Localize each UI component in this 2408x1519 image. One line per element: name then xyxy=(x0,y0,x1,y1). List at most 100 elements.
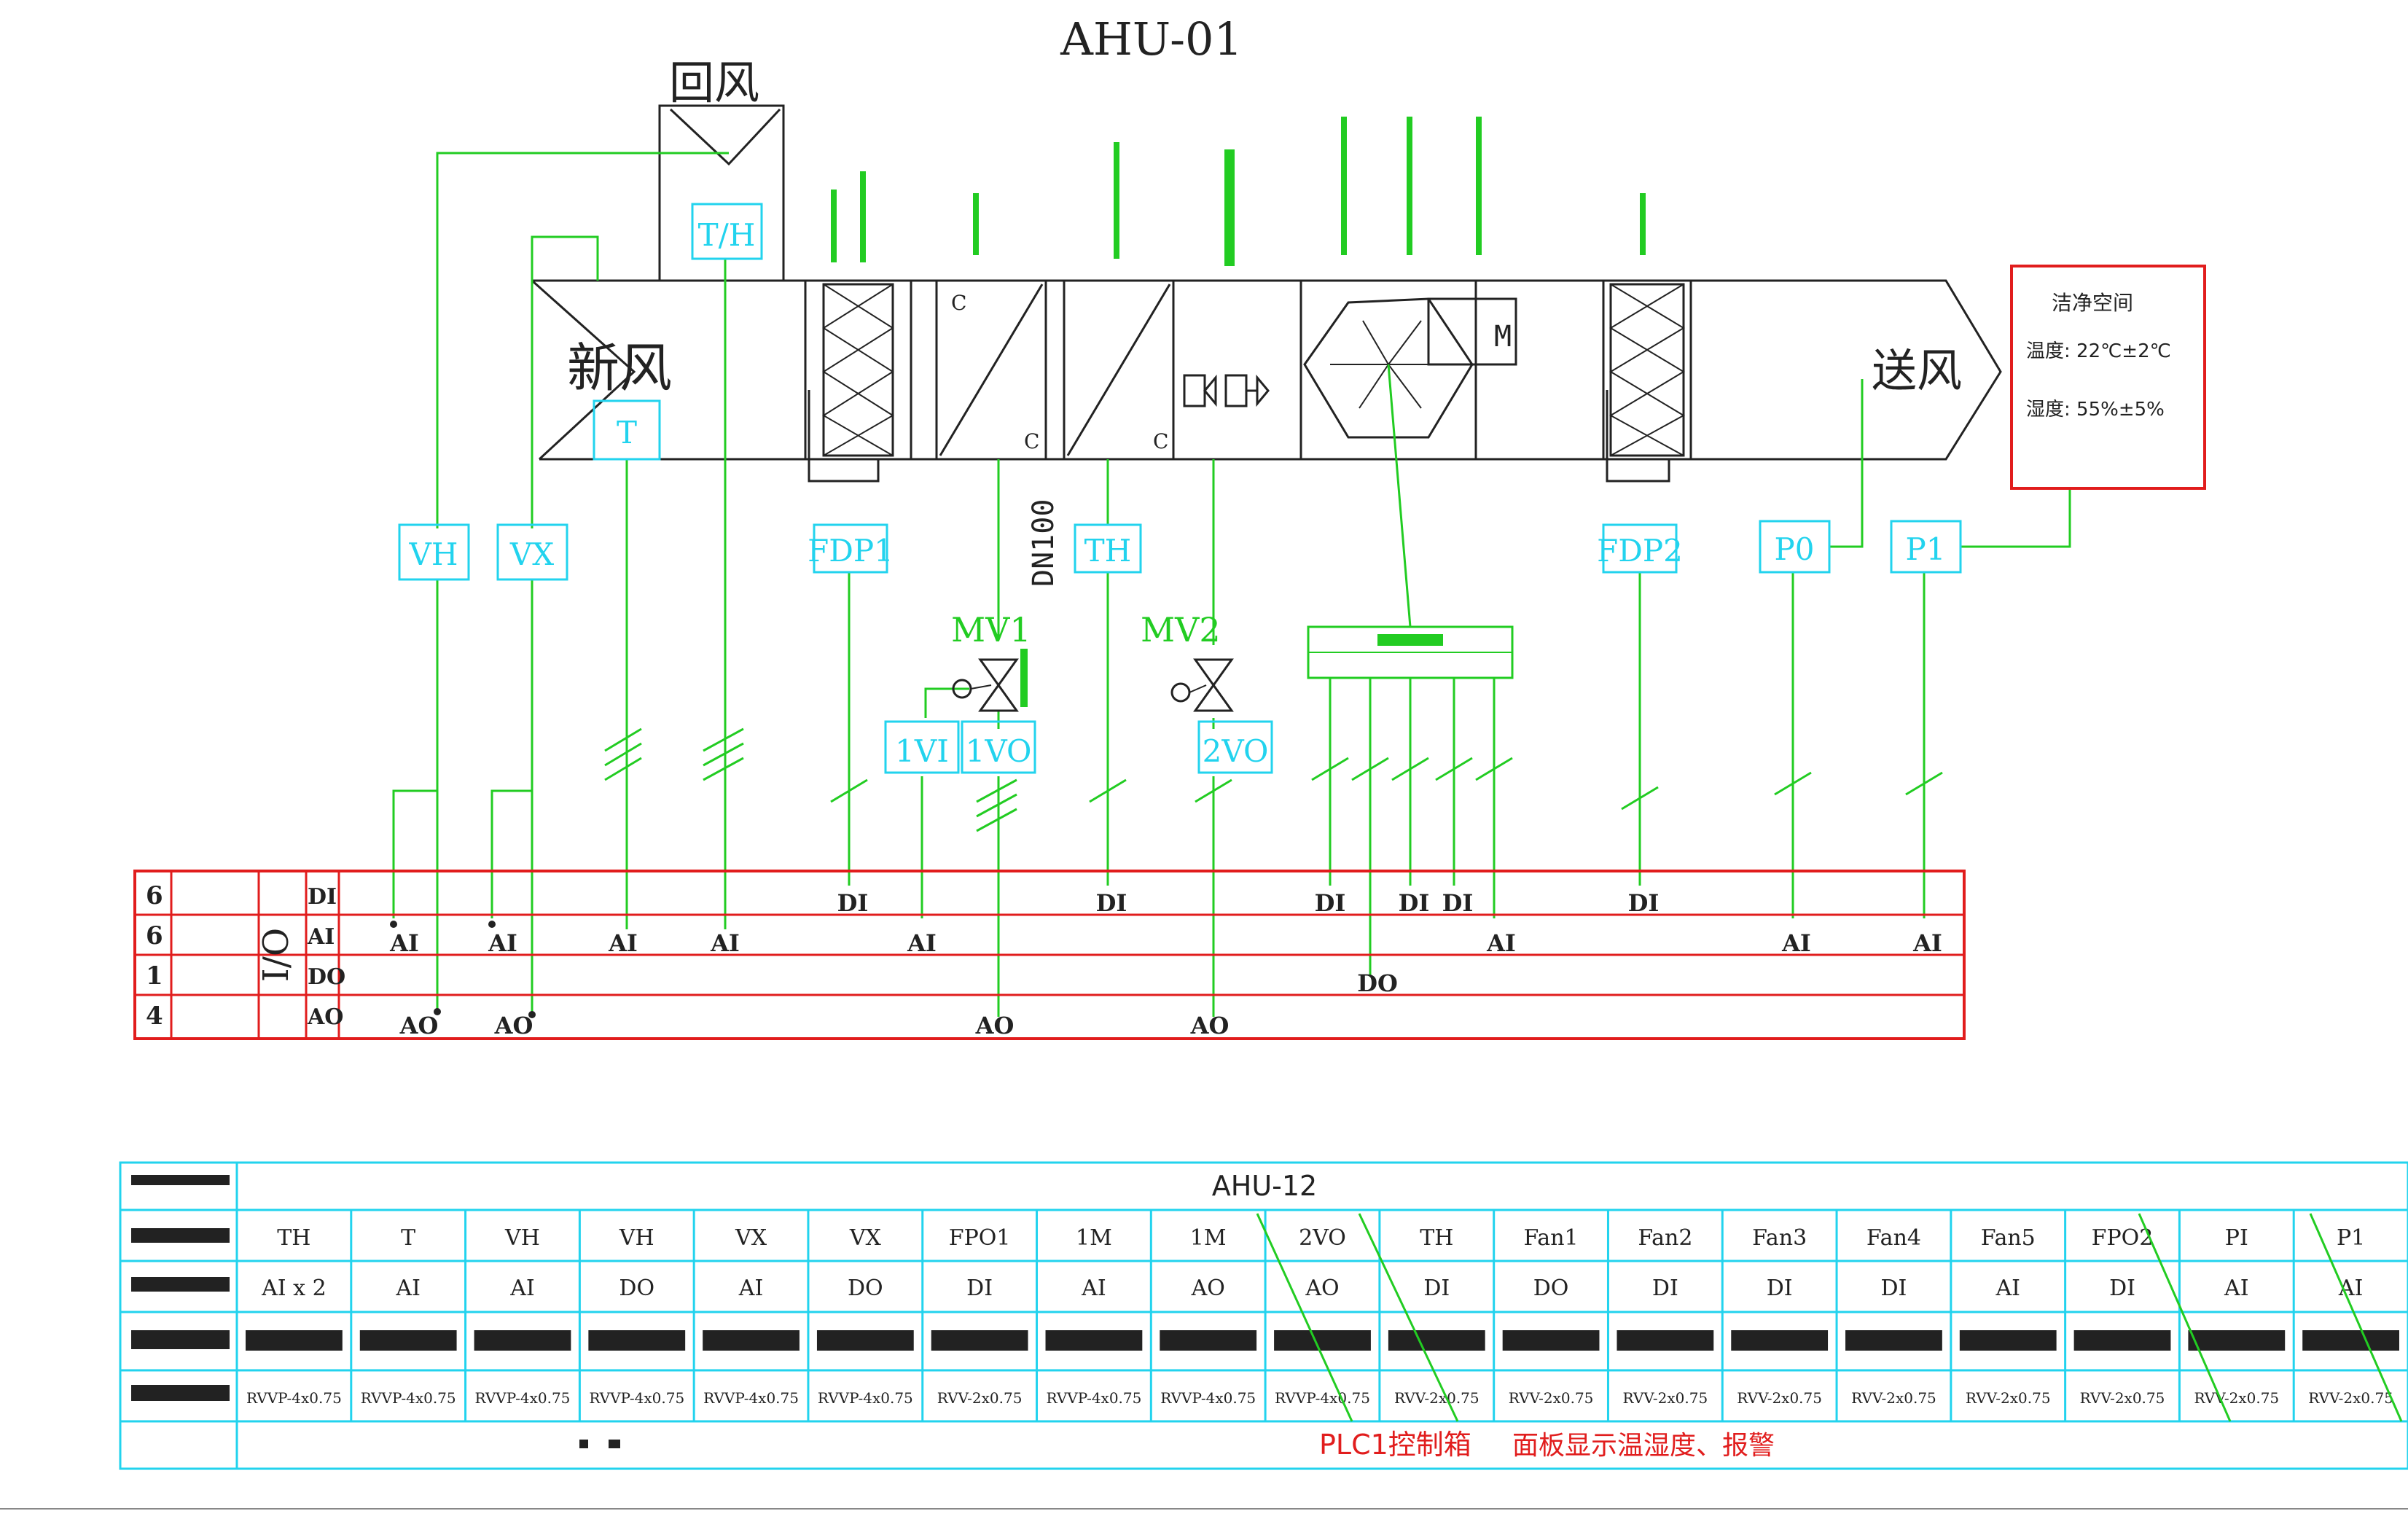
table-cable-cell: RVV-2x0.75 xyxy=(1851,1389,1936,1407)
sensor-fdp1[interactable]: FDP1 xyxy=(808,523,894,574)
table-tag-cell: VH xyxy=(619,1225,654,1251)
sensor-th[interactable]: TH xyxy=(1074,523,1142,574)
table-desc-cell xyxy=(1731,1330,1829,1351)
table-type-cell: DI xyxy=(1423,1276,1450,1301)
sensor-p0[interactable]: P0 xyxy=(1759,520,1831,574)
table-type-cell: AI xyxy=(395,1276,421,1301)
table-desc-cell xyxy=(1045,1330,1143,1351)
table-cable-cell: RVVP-4x0.75 xyxy=(818,1389,913,1407)
table-desc-cell xyxy=(588,1330,686,1351)
io-label: I/O xyxy=(256,928,297,982)
sensor-p1[interactable]: P1 xyxy=(1890,520,1962,574)
primary-filter xyxy=(804,281,912,459)
table-tag-cell: T xyxy=(401,1225,415,1251)
valve-mv2[interactable]: MV2 xyxy=(1141,610,1234,712)
table-desc-cell xyxy=(1274,1330,1371,1351)
svg-text:DO: DO xyxy=(308,964,345,990)
table-tag-cell: FPO1 xyxy=(949,1225,1011,1251)
svg-text:C: C xyxy=(951,291,966,315)
sensor-t-fresh[interactable]: T xyxy=(593,399,661,461)
room-title: 洁净空间 xyxy=(2052,291,2133,315)
room-temp: 温度: 22℃±2℃ xyxy=(2026,340,2171,362)
table-cable-cell: RVV-2x0.75 xyxy=(1966,1389,2051,1407)
table-desc-cell xyxy=(359,1330,457,1351)
table-type-cell: DI xyxy=(2109,1276,2135,1301)
table-tag-cell: TH xyxy=(1420,1225,1453,1251)
table-type-cell: DI xyxy=(1767,1276,1793,1301)
table-tag-cell: P1 xyxy=(2337,1225,2365,1251)
table-desc-cell xyxy=(1502,1330,1600,1351)
supply-fan: M xyxy=(1299,281,1517,459)
svg-text:T: T xyxy=(617,415,637,450)
sensor-boxes: T/H T VH VX FDP1 TH FDP2 P0 P1 1VI 1VO 2… xyxy=(398,203,1962,774)
clean-room-box: 洁净空间 温度: 22℃±2℃ 湿度: 55%±5% xyxy=(2010,265,2206,490)
table-cable-cell: RVVP-4x0.75 xyxy=(1160,1389,1256,1407)
table-desc-cell xyxy=(2302,1330,2399,1351)
table-desc-cell xyxy=(246,1330,343,1351)
table-type-cell: DI xyxy=(1652,1276,1678,1301)
final-filter xyxy=(1602,281,1692,459)
table-cable-cell: RVV-2x0.75 xyxy=(1737,1389,1822,1407)
mv1-label: MV1 xyxy=(951,610,1031,649)
svg-text:DI: DI xyxy=(837,889,869,917)
svg-text:VX: VX xyxy=(509,536,554,572)
table-desc-cell xyxy=(1845,1330,1942,1351)
sensor-1vo[interactable]: 1VO xyxy=(961,720,1036,774)
table-tag-cell: TH xyxy=(277,1225,310,1251)
svg-text:AI: AI xyxy=(907,929,937,957)
table-tag-cell: PI xyxy=(2225,1225,2248,1251)
table-type-cell: DI xyxy=(1880,1276,1907,1301)
table-cable-cell: RVVP-4x0.75 xyxy=(703,1389,799,1407)
svg-text:AI: AI xyxy=(710,929,740,957)
mv2-label: MV2 xyxy=(1141,610,1221,649)
plc-note: PLC1控制箱 xyxy=(1319,1429,1471,1461)
valve-mv1[interactable]: MV1 DN100 xyxy=(951,499,1060,712)
table-header: AHU-12 xyxy=(1212,1170,1317,1202)
table-cable-cell: RVVP-4x0.75 xyxy=(361,1389,456,1407)
humidifier xyxy=(1183,374,1270,407)
table-tag-cell: Fan2 xyxy=(1638,1225,1692,1251)
table-cable-cell: RVV-2x0.75 xyxy=(1394,1389,1479,1407)
sensor-fdp2[interactable]: FDP2 xyxy=(1597,523,1683,574)
svg-text:DI: DI xyxy=(1628,889,1660,917)
svg-text:AI: AI xyxy=(307,924,335,950)
room-humidity: 湿度: 55%±5% xyxy=(2026,399,2165,421)
table-cable-cell: RVVP-4x0.75 xyxy=(1275,1389,1370,1407)
svg-text:FDP2: FDP2 xyxy=(1597,533,1683,569)
table-cable-cell: RVV-2x0.75 xyxy=(1509,1389,1594,1407)
fresh-air-label: 新风 xyxy=(567,337,672,399)
sensor-th-return[interactable]: T/H xyxy=(691,203,763,260)
sensor-1vi[interactable]: 1VI xyxy=(884,720,960,774)
table-tag-cell: Fan1 xyxy=(1524,1225,1579,1251)
table-type-cell: AI xyxy=(1081,1276,1106,1301)
svg-text:AI: AI xyxy=(488,929,517,957)
svg-text:DI: DI xyxy=(1399,889,1430,917)
table-cable-cell: RVV-2x0.75 xyxy=(937,1389,1023,1407)
table-tag-cell: 1M xyxy=(1076,1225,1112,1251)
sensor-vh[interactable]: VH xyxy=(398,523,470,581)
table-desc-cell xyxy=(703,1330,800,1351)
table-desc-cell xyxy=(2188,1330,2286,1351)
svg-text:AO: AO xyxy=(307,1004,343,1030)
table-type-cell: DO xyxy=(619,1276,654,1301)
svg-text:AI: AI xyxy=(1781,929,1811,957)
svg-text:DI: DI xyxy=(1315,889,1346,917)
table-desc-cell xyxy=(1959,1330,2057,1351)
table-desc-cell xyxy=(1388,1330,1485,1351)
table-type-cell: AI xyxy=(2338,1276,2364,1301)
ahu-unit: 回风 新风 送风 C C C xyxy=(531,56,2002,483)
table-cable-cell: RVVP-4x0.75 xyxy=(475,1389,571,1407)
table-tag-cell: Fan4 xyxy=(1866,1225,1921,1251)
cooling-coil: C C xyxy=(935,281,1047,459)
svg-text:6: 6 xyxy=(146,921,163,950)
svg-text:T/H: T/H xyxy=(698,217,756,253)
table-type-cell: DI xyxy=(966,1276,993,1301)
svg-text:P1: P1 xyxy=(1906,531,1946,567)
table-tag-cell: Fan3 xyxy=(1752,1225,1807,1251)
svg-text:AO: AO xyxy=(494,1012,533,1039)
sensor-vx[interactable]: VX xyxy=(496,523,568,581)
sensor-2vo[interactable]: 2VO xyxy=(1197,720,1273,774)
svg-text:AI: AI xyxy=(608,929,638,957)
svg-text:AO: AO xyxy=(975,1012,1015,1039)
